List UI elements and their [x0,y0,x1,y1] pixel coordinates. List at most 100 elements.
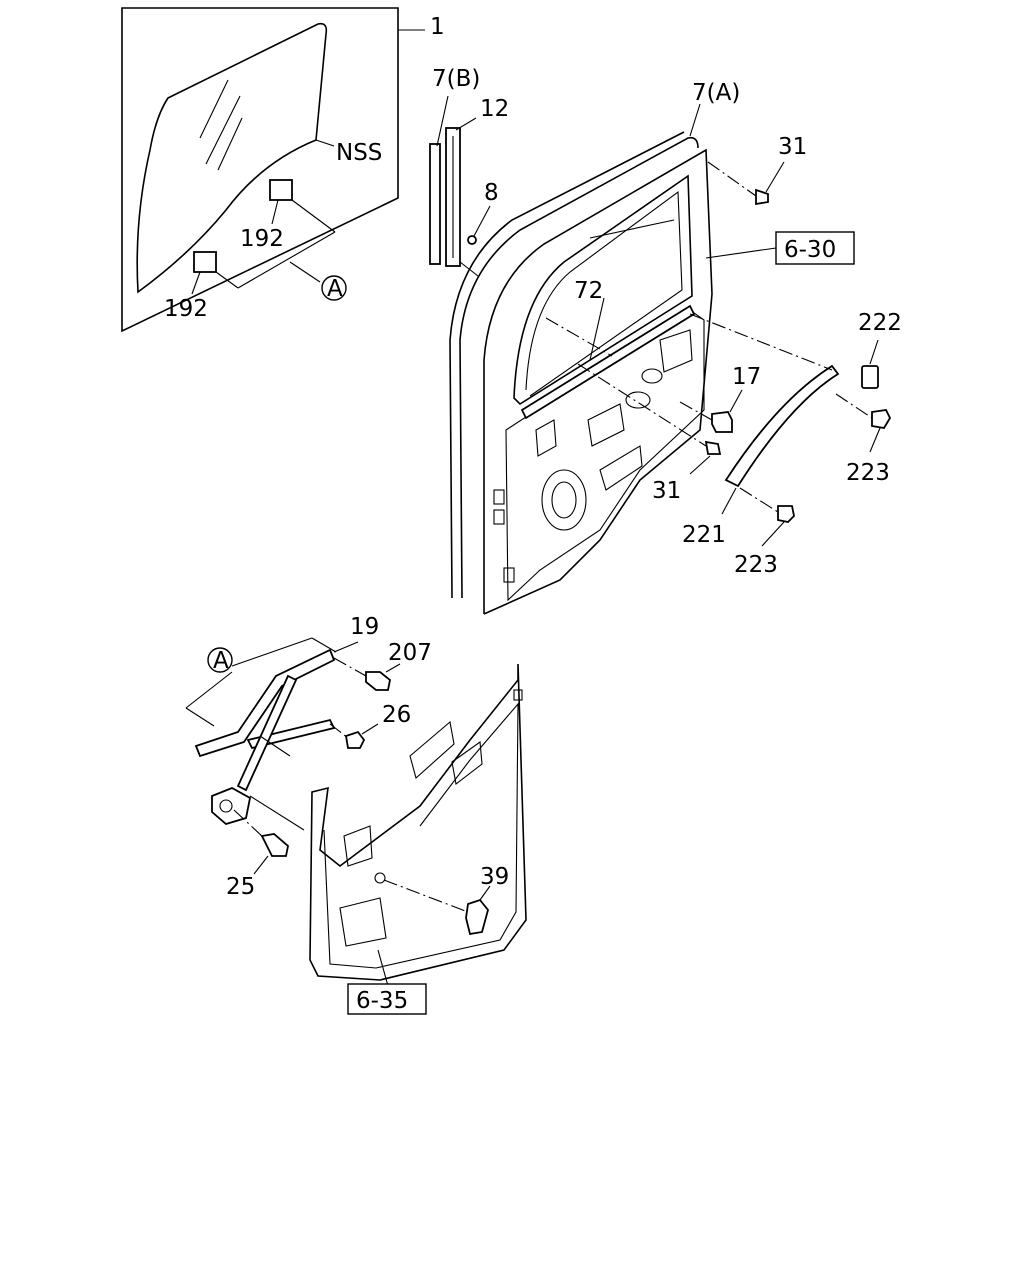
label-1: 1 [430,14,445,40]
label-31-lower: 31 [652,478,681,504]
panel-cutout-5 [587,403,625,447]
bolt-17 [711,411,733,433]
leader-635 [377,949,389,987]
hinge-mark-3 [503,567,515,583]
trim-screw-hole [374,872,386,884]
panel-cutout-1 [659,329,693,373]
run-channel-7b [429,143,441,265]
handle-39 [465,898,489,936]
bolt-207 [365,671,391,691]
door-assembly-group [449,103,892,615]
regulator-link-top [311,637,337,653]
clip-223-lower [777,505,795,523]
leader-221 [721,487,737,515]
inset-frame [121,7,399,333]
label-ref-635: 6-35 [356,988,408,1014]
leader-192b [191,271,201,295]
label-17: 17 [732,364,761,390]
nut-26 [344,730,366,749]
ref-box-635 [347,983,427,1015]
label-19: 19 [350,614,379,640]
leader-25 [253,855,269,875]
label-26: 26 [382,702,411,728]
weatherstrip-7a-inner [449,131,685,599]
dash-72 [545,317,613,357]
door-glass [136,22,328,294]
leader-207 [385,663,401,673]
regulator-rail-upper [194,648,336,758]
ref-circle-a-lower [207,647,233,673]
label-25: 25 [226,874,255,900]
trim-handle-recess [343,825,373,867]
dash-31-upper [707,161,757,197]
leader-nss [315,139,335,147]
clip-link-lower [215,271,239,289]
leader-12 [455,117,477,131]
speaker-hole-inner [551,481,577,519]
glass-shine-1 [199,79,229,139]
leader-222 [869,339,879,365]
label-207: 207 [388,640,432,666]
clip-link-upper [291,199,336,233]
window-trim-line [589,219,675,239]
glass-inset-group [121,7,425,333]
belt-molding-221 [724,364,840,488]
leader-72 [589,297,605,361]
leader-223a [869,427,881,453]
leader-circle-a2 [231,637,313,667]
door-inner-panel [505,309,705,602]
panel-cutout-2 [641,368,663,384]
dash-31-lower [577,363,707,447]
glass-run-rail-72 [520,304,696,420]
bolt-25 [260,833,289,857]
door-trim-inner [323,702,519,969]
leader-630 [705,247,777,259]
label-221: 221 [682,522,726,548]
regulator-link-left [185,707,215,727]
hinge-mark-2 [493,509,505,525]
clip-223-right [871,409,892,429]
label-222: 222 [858,310,902,336]
glass-clip-upper [269,179,293,201]
trim-pocket-lower [339,897,387,947]
cap-222 [861,365,879,389]
label-circle-a-lower: A [213,648,229,674]
panel-cutout-3 [625,391,651,409]
dash-207 [333,657,367,677]
leader-7b [436,95,449,147]
label-8: 8 [484,180,499,206]
screw-31-lower [704,440,722,455]
speaker-hole [541,469,587,531]
weatherstrip-7a [459,136,699,599]
dash-17 [679,401,713,421]
label-192-a: 192 [240,226,284,252]
leader-circle-a1 [289,261,321,283]
labels: 1 NSS 192 192 A 7(B) 12 8 7(A) 31 6-30 7… [164,14,902,1015]
regulator-lower-arm [236,674,298,792]
ref-circle-a-upper [321,275,347,301]
leader-8 [473,205,491,237]
label-7b: 7(B) [432,66,480,92]
label-7a: 7(A) [692,80,740,106]
glass-shine-3 [217,117,243,171]
label-nss: NSS [336,140,382,166]
regulator-motor [211,787,252,826]
panel-cutout-4 [535,419,557,457]
trim-pocket-2 [451,740,483,785]
leader-223b [761,521,785,547]
hinge-mark-1 [493,489,505,505]
door-window-frame [513,174,693,406]
regulator-arm [246,718,336,750]
dash-223-lower [739,487,779,513]
leader-192a [271,199,279,225]
screw-31-upper [755,188,769,206]
trim-panel-group [309,663,527,987]
regulator-cross [259,735,291,757]
trim-pocket-1 [409,720,455,780]
leader-7a [689,103,701,137]
door-outer-shell [483,148,713,615]
leader-39 [479,885,491,901]
label-31-upper: 31 [778,134,807,160]
leader-19 [333,641,359,653]
